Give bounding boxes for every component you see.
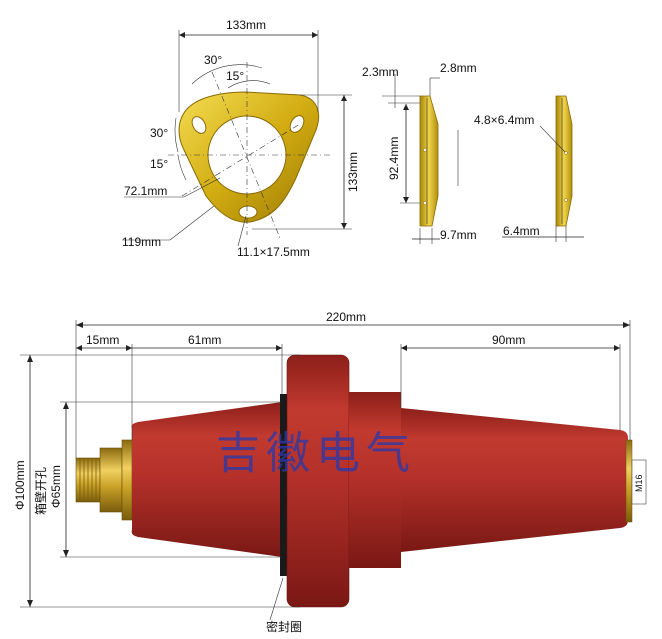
dim-side-b-depth: 6.4mm [503, 224, 540, 238]
dim-side-depth: 9.7mm [440, 228, 477, 242]
insulator-flange [286, 354, 350, 608]
dim-radius-outer: 119mm [122, 235, 161, 249]
dim-overall-length: 220mm [326, 310, 366, 324]
angle-top-15: 15° [226, 69, 244, 83]
insulator-right-cone [401, 408, 628, 552]
angle-left-30: 30° [150, 126, 168, 140]
bushing-assembly: M16 220mm 15mm 61mm 90mm Φ100mm 箱壁开 [13, 310, 647, 634]
dim-hole-spacing: 92.4mm [387, 137, 401, 180]
dim-slot-front: 11.1×17.5mm [237, 245, 310, 259]
angle-left-15: 15° [150, 157, 168, 171]
dim-side-thickness-top: 2.3mm [362, 65, 399, 79]
dim-outer-diameter: Φ100mm [13, 460, 27, 510]
dim-side-thickness-right: 2.8mm [440, 61, 477, 75]
flange-side-view-b: 4.8×6.4mm 6.4mm [474, 95, 584, 242]
seal-ring [280, 394, 287, 576]
flange-front-view: 133mm 133mm 30° 15° 30° 15° 72.1mm 119mm… [122, 18, 360, 259]
hole-label: 箱壁开孔 [33, 467, 48, 515]
seal-label: 密封圈 [266, 619, 302, 634]
watermark: 吉徽电气 [216, 428, 416, 479]
brass-tip [625, 439, 633, 523]
dim-flange-offset: 61mm [188, 333, 221, 347]
dim-hole-diameter: Φ65mm [49, 465, 63, 508]
dim-flange-width: 133mm [226, 18, 266, 32]
dim-tip-length: 90mm [492, 333, 525, 347]
dim-slot-side: 4.8×6.4mm [474, 113, 534, 127]
insulator-right-body [349, 392, 401, 568]
thread-label: M16 [634, 474, 644, 492]
insulator-left-cone [131, 402, 282, 557]
side-plate-b [555, 95, 573, 227]
m16-insert [631, 459, 647, 505]
side-plate [419, 95, 439, 227]
flange-bolt-hole [238, 205, 258, 219]
flange-bolt-hole [191, 116, 207, 134]
dim-flange-height: 133mm [346, 152, 360, 192]
angle-top-30: 30° [204, 53, 222, 67]
hex-nut [99, 447, 123, 513]
dim-stud-length: 15mm [86, 333, 119, 347]
dim-radius-inner: 72.1mm [124, 184, 167, 198]
flange-side-view: 2.3mm 2.8mm 92.4mm 9.7mm [362, 61, 477, 244]
